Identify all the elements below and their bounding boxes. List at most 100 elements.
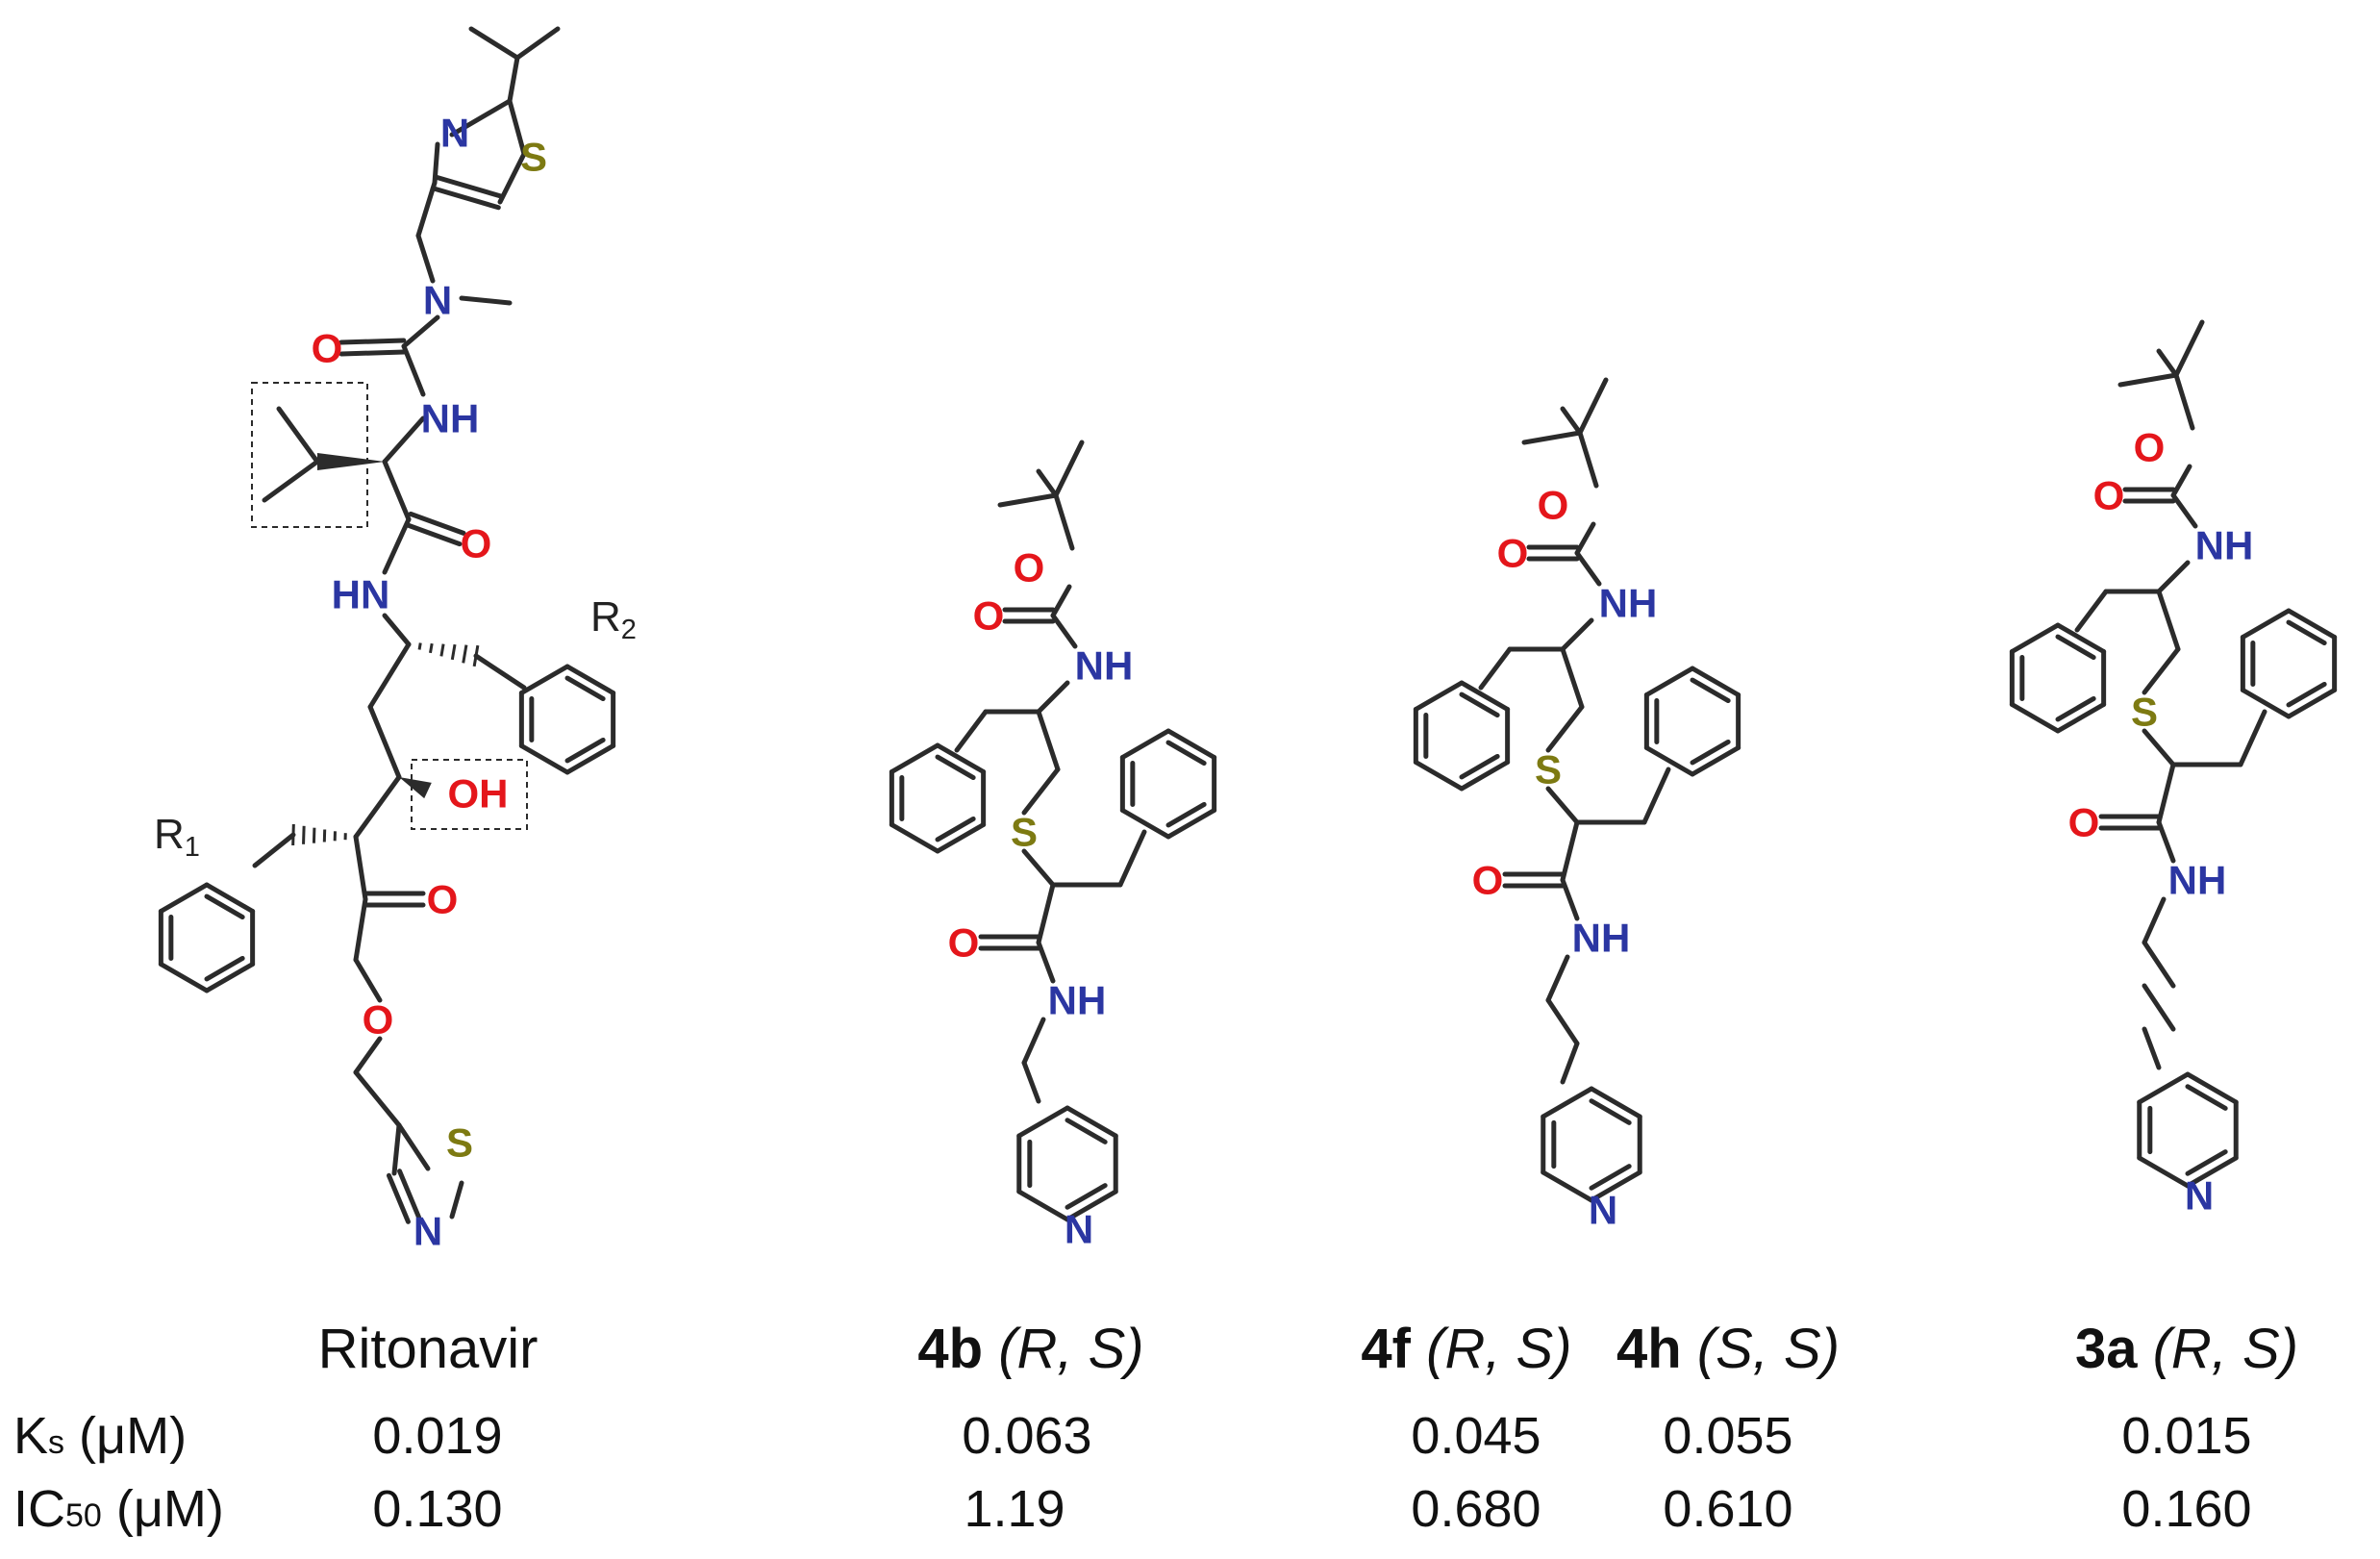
ritonavir-thiazole-n-top: N: [440, 111, 469, 156]
bond-56: [1117, 829, 1147, 888]
bond-34: [353, 1036, 383, 1075]
compound-4f-amide-o: O: [1472, 858, 1504, 903]
bond-62: [1021, 1060, 1041, 1104]
compound-4f-phenyl-1-bond: [1459, 760, 1511, 792]
bond-89: [2173, 372, 2195, 431]
compound-3a-phenyl-1-bond: [2009, 702, 2061, 734]
hash-line: [450, 643, 457, 661]
compound-3a-phenyl-2-bond: [2286, 688, 2338, 719]
bond-18: [262, 459, 320, 503]
compound-4b-pyridine-inner-bond: [1065, 1183, 1108, 1210]
compound-4b-phenyl-2-bond: [1119, 728, 1171, 760]
compound-4f-phenyl-2-inner-bond: [1690, 677, 1731, 704]
bond-85: [1560, 1041, 1580, 1085]
bond-10: [415, 233, 436, 284]
bond-26: [367, 704, 402, 780]
compound-4b-thioether-s: S: [1011, 810, 1038, 855]
ic50-value-3a: 0.160: [2121, 1480, 2252, 1538]
bond-33: [353, 957, 383, 1003]
bond-36: [396, 1122, 431, 1171]
bond-8: [432, 141, 440, 186]
bond-101: [2238, 709, 2267, 767]
ic50-value-ritonavir: 0.130: [372, 1480, 503, 1538]
bond-74: [1560, 646, 1585, 710]
compound-4b-phenyl-2-bond: [1165, 808, 1217, 840]
bond-73: [1478, 646, 1513, 691]
compound-4f-boc-ester-o: O: [1538, 483, 1569, 528]
r2-label: R2: [590, 593, 637, 645]
ritonavir-ketone-o: O: [427, 877, 459, 922]
bond-96: [2074, 589, 2109, 633]
bond-lines: [158, 26, 2338, 1224]
bond-78: [1641, 767, 1671, 825]
hashed-wedge-bond: [417, 642, 480, 667]
bond-19: [382, 459, 412, 522]
ritonavir-phenyl-r2-bond: [564, 743, 616, 775]
bond-82: [1560, 877, 1580, 921]
dashed-highlight-boxes: [251, 382, 528, 830]
bond-102: [2156, 762, 2176, 825]
bond-86: [2156, 348, 2179, 378]
compound-3a-phenyl-2-bond: [2240, 608, 2292, 640]
bond-13: [338, 338, 407, 345]
bond-1: [514, 26, 561, 61]
ritonavir-phenyl-r2-inner-bond: [564, 675, 606, 702]
dashed-box-hydroxyl: [411, 759, 528, 830]
bond-51: [954, 709, 989, 753]
bond-0: [468, 26, 520, 61]
bond-63: [1560, 406, 1583, 436]
bond-64: [1577, 377, 1609, 436]
bond-97: [2156, 589, 2181, 652]
ritonavir-phenyl-r2-bond: [564, 664, 616, 695]
ic50-value-4f: 0.680: [1411, 1480, 1541, 1538]
ritonavir-methylamine-n: N: [423, 278, 452, 323]
compound-4f-pyridine-bond: [1541, 1086, 1594, 1119]
bond-45: [1050, 584, 1072, 618]
bond-84: [1545, 997, 1580, 1046]
bond-40: [449, 1180, 464, 1220]
compound-4b-pyridine-bond: [1065, 1105, 1118, 1139]
compound-4b-boc-carbonyl-o: O: [973, 593, 1005, 639]
ritonavir-phenyl-r1-inner-bond: [204, 893, 245, 920]
compound-4b-phenyl-2-inner-bond: [1165, 740, 1207, 767]
compound-4f-phenyl-2-bond: [1690, 666, 1741, 697]
bond-29: [353, 834, 368, 902]
bond-16: [382, 415, 426, 465]
ritonavir-phenyl-r2-inner-bond: [564, 737, 606, 764]
bond-105: [2156, 819, 2176, 864]
compound-name-4f: 4f (R, S): [1361, 1318, 1572, 1380]
ritonavir-phenyl-r1-inner-bond: [204, 955, 245, 982]
compound-3a-thioether-s: S: [2131, 690, 2158, 735]
ritonavir-phenyl-r1-bond: [204, 882, 256, 914]
bond-37: [391, 1122, 402, 1176]
bond-67: [1574, 521, 1596, 556]
ks-row-label: Ks (μM): [13, 1407, 188, 1465]
hash-line: [302, 825, 306, 844]
bond-5: [497, 151, 527, 205]
compound-4b-carbamate-nh: NH: [1075, 643, 1134, 689]
compound-4b-pyridine-bond: [1016, 1105, 1070, 1139]
bond-54: [1021, 848, 1056, 888]
bond-9: [415, 180, 438, 239]
ritonavir-phenyl-r1-bond: [158, 962, 210, 993]
compound-3a-pyridine-inner-bond: [2185, 1084, 2228, 1111]
bond-75: [1545, 704, 1585, 753]
bond-17: [276, 406, 320, 465]
compound-4f-phenyl-2-bond: [1643, 745, 1695, 777]
bond-39: [397, 1169, 422, 1220]
compound-4f-phenyl-2-inner-bond: [1690, 739, 1731, 766]
bond-65: [1521, 430, 1583, 445]
bond-52: [1036, 709, 1061, 772]
compound-4b-phenyl-1-bond: [935, 742, 987, 774]
bond-88: [2117, 372, 2179, 388]
compound-4f-pyridine-inner-bond: [1589, 1098, 1632, 1125]
compound-4f-carbamate-nh: NH: [1599, 581, 1658, 626]
compound-3a-pyridine-bond: [2185, 1155, 2239, 1189]
compound-name-ritonavir: Ritonavir: [317, 1318, 539, 1380]
compound-4b-phenyl-1-inner-bond: [935, 754, 976, 781]
bond-99: [2142, 728, 2176, 767]
compound-4f-phenyl-2-bond: [1690, 745, 1741, 777]
bond-24: [473, 653, 527, 691]
compound-4f-pyridine-inner-bond: [1589, 1164, 1632, 1191]
bond-108: [2142, 983, 2176, 1032]
